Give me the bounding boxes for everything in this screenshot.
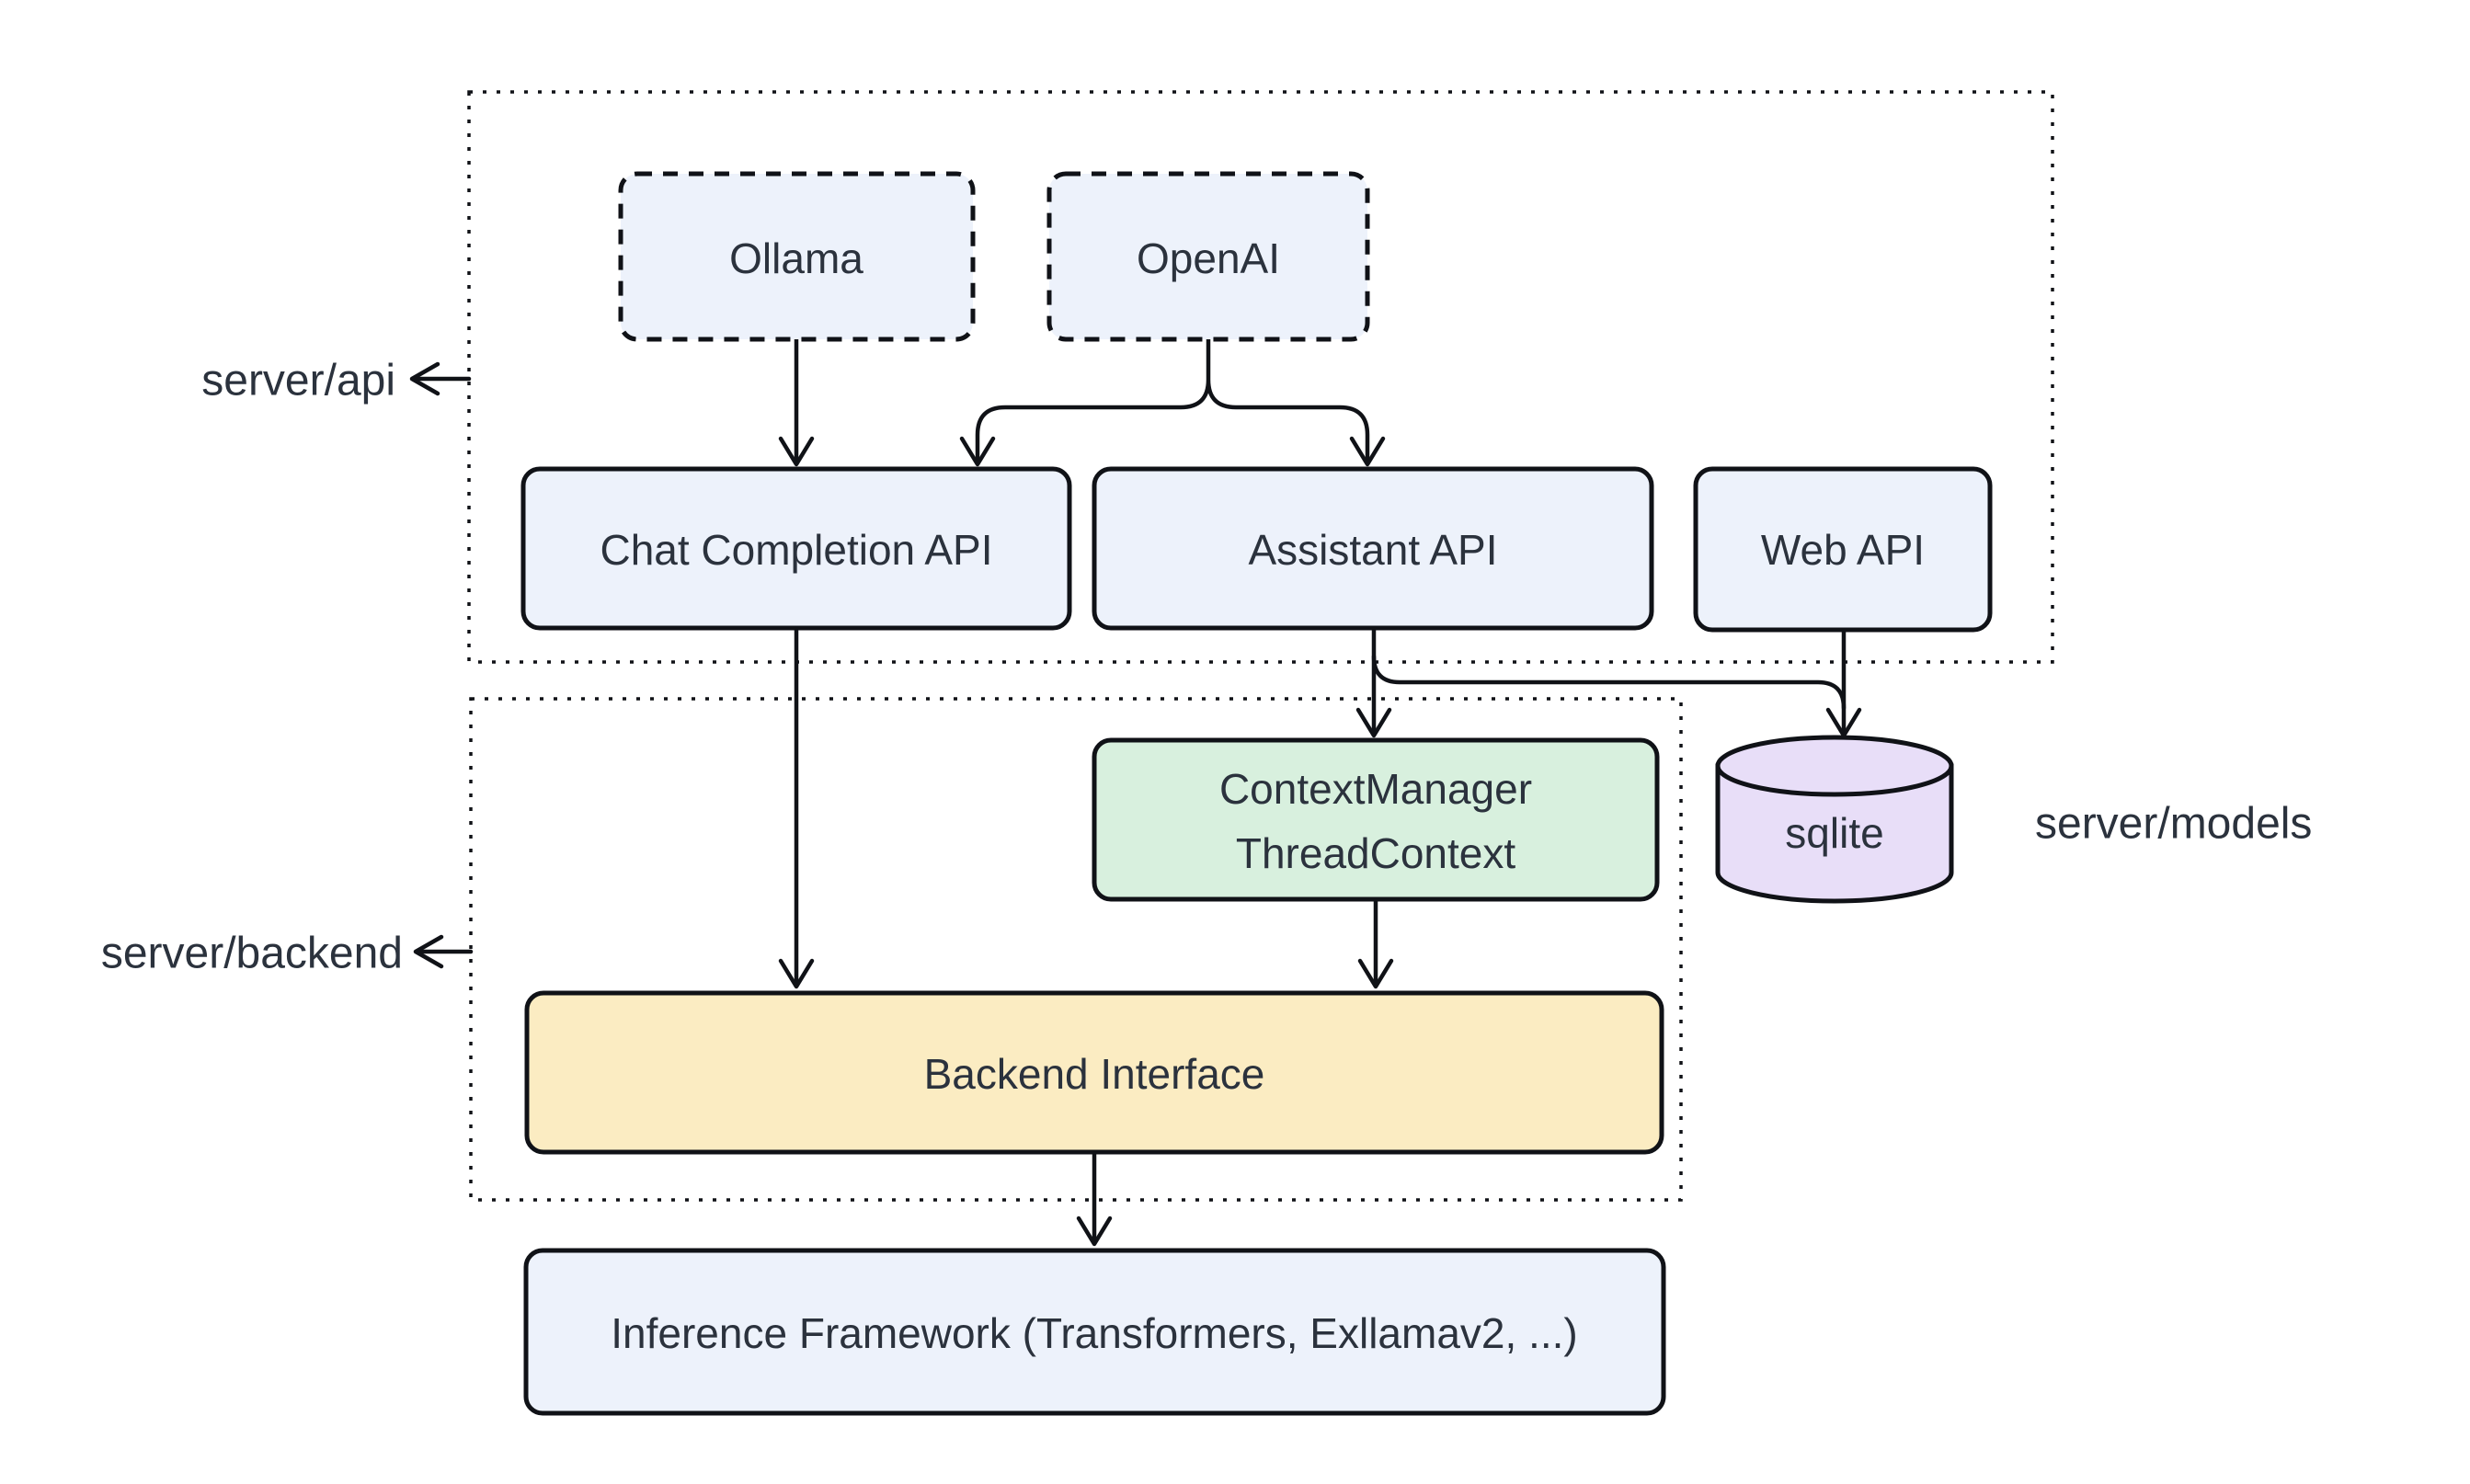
arrowhead-into-backend-from-chat: [778, 958, 815, 989]
arrowhead-server-backend-label: [413, 934, 444, 969]
arrowhead-into-inference: [1076, 1216, 1113, 1247]
label-server-api: server/api: [201, 357, 395, 405]
node-inference-framework-label: Inference Framework (Transformers, Exlla…: [611, 1309, 1577, 1357]
arrowhead-into-context-manager: [1355, 707, 1392, 738]
arrowhead-server-api-label: [409, 361, 440, 396]
node-backend-interface: [524, 990, 1664, 1155]
node-chat-completion-api: [520, 466, 1072, 631]
arrowhead-into-backend-from-context: [1357, 958, 1394, 989]
sqlite-cylinder-body: [1715, 763, 1954, 904]
arrowhead-into-chat-from-ollama: [778, 436, 815, 467]
node-backend-interface-label: Backend Interface: [924, 1050, 1265, 1098]
node-assistant-api: [1092, 466, 1654, 631]
node-context-manager-label-line1: ContextManager: [1219, 765, 1532, 813]
arrowhead-into-assistant: [1349, 436, 1386, 467]
node-context-manager-label-line2: ThreadContext: [1236, 829, 1515, 877]
arrowhead-into-chat-from-openai: [959, 436, 996, 467]
node-ollama: [618, 171, 976, 342]
node-inference-framework: [523, 1248, 1666, 1416]
node-sqlite-label: sqlite: [1785, 809, 1883, 857]
node-assistant-api-label: Assistant API: [1248, 526, 1497, 574]
node-openai: [1046, 171, 1370, 342]
sqlite-cylinder-top: [1715, 735, 1954, 797]
node-web-api-label: Web API: [1761, 526, 1925, 574]
node-web-api: [1693, 466, 1993, 633]
edge-assistant-branch-to-sqlite: [1371, 654, 1847, 711]
label-server-models: server/models: [2035, 800, 2312, 849]
node-openai-label: OpenAI: [1137, 234, 1280, 282]
label-server-backend: server/backend: [101, 930, 403, 978]
node-chat-completion-api-label: Chat Completion API: [600, 526, 992, 574]
edge-openai-split: [975, 337, 1370, 463]
node-context-manager: [1092, 737, 1660, 902]
node-ollama-label: Ollama: [729, 234, 863, 282]
